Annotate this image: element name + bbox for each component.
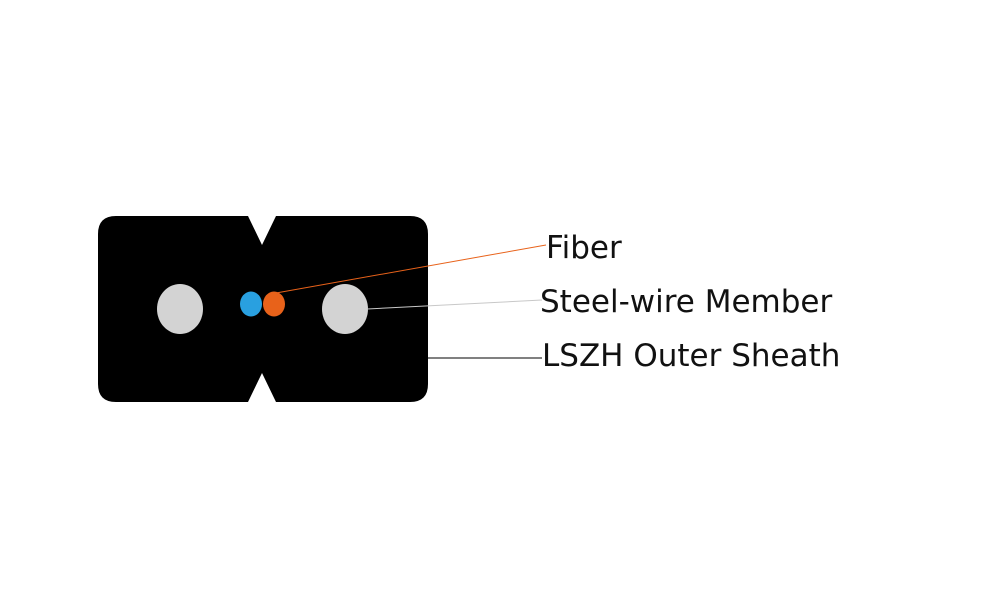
fiber-label: Fiber <box>546 230 622 266</box>
steel-wire-member-label: Steel-wire Member <box>540 284 832 320</box>
steel-wire-left <box>157 284 203 334</box>
steel-wire-right <box>322 284 368 334</box>
outer-sheath-label: LSZH Outer Sheath <box>542 338 840 374</box>
fiber-orange <box>263 291 285 317</box>
fiber-leader-line <box>275 244 547 294</box>
steel-wire-leader-line <box>366 299 543 310</box>
fiber-blue <box>240 291 262 317</box>
outer-sheath <box>98 216 428 402</box>
